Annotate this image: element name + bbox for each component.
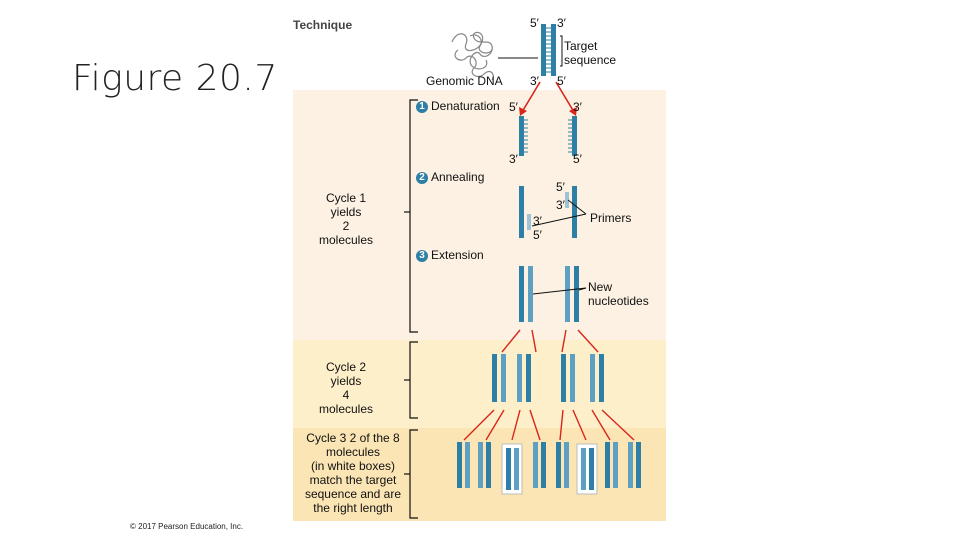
primer-five-prime: 5′	[556, 180, 565, 194]
cycle3-label: Cycle 3 2 of the 8 molecules (in white b…	[304, 431, 402, 515]
denature-arrow-left	[521, 81, 541, 113]
target-sequence-label-2: sequence	[564, 53, 617, 67]
step-3-label: Extension	[431, 248, 484, 262]
cycle2-molecules	[492, 354, 604, 402]
extension-molecule-right	[565, 266, 579, 322]
denature-arrow-right	[555, 81, 575, 113]
primer2-three-prime: 3′	[533, 214, 542, 228]
strand-three-prime: 3′	[509, 152, 518, 166]
target-dna-strand	[541, 24, 556, 76]
cycle1-band	[293, 90, 666, 340]
bottom-five-prime: 5′	[557, 74, 566, 88]
step-3-number: 3	[416, 250, 428, 262]
cycle3-molecules	[457, 442, 641, 495]
strand-five-prime: 5′	[573, 152, 582, 166]
slide-title: Figure 20.7	[72, 58, 278, 99]
primers-label: Primers	[590, 211, 632, 225]
primer-pointer-2	[567, 199, 587, 215]
denature-five-prime: 5′	[509, 100, 518, 114]
single-strand-right	[572, 116, 577, 156]
new-nucleotides-pointer-1	[532, 287, 587, 295]
new-nucleotides-pointer-2	[578, 287, 587, 291]
top-five-prime: 5′	[530, 16, 539, 30]
step-2-number: 2	[416, 172, 428, 184]
cycle1-bracket	[409, 99, 418, 333]
top-three-prime: 3′	[557, 16, 566, 30]
annealing-strand-left	[519, 186, 531, 238]
primer-pointer-1	[531, 213, 587, 227]
cycle2-label: Cycle 2 yields 4 molecules	[318, 360, 374, 416]
target-sequence-label-1: Target	[564, 39, 598, 53]
single-strand-left	[519, 116, 524, 156]
denature-three-prime: 3′	[573, 100, 582, 114]
extension-molecule-left	[519, 266, 533, 322]
primer-three-prime: 3′	[556, 198, 565, 212]
annealing-strand-right	[565, 186, 577, 238]
primer2-five-prime: 5′	[533, 228, 542, 242]
bottom-three-prime: 3′	[530, 74, 539, 88]
figure-heading: Technique	[293, 18, 353, 32]
copyright-notice: © 2017 Pearson Education, Inc.	[130, 522, 244, 531]
cycle1-label: Cycle 1 yields 2 molecules	[318, 191, 374, 247]
new-nucleotides-label-1: New	[588, 280, 613, 294]
step-1-label: Denaturation	[431, 99, 500, 113]
target-bracket	[560, 35, 563, 67]
genomic-dna-icon	[451, 31, 494, 81]
step-1-number: 1	[416, 101, 428, 113]
genomic-dna-label: Genomic DNA	[426, 74, 503, 88]
new-nucleotides-label-2: nucleotides	[588, 294, 649, 308]
step-2-label: Annealing	[431, 170, 485, 184]
